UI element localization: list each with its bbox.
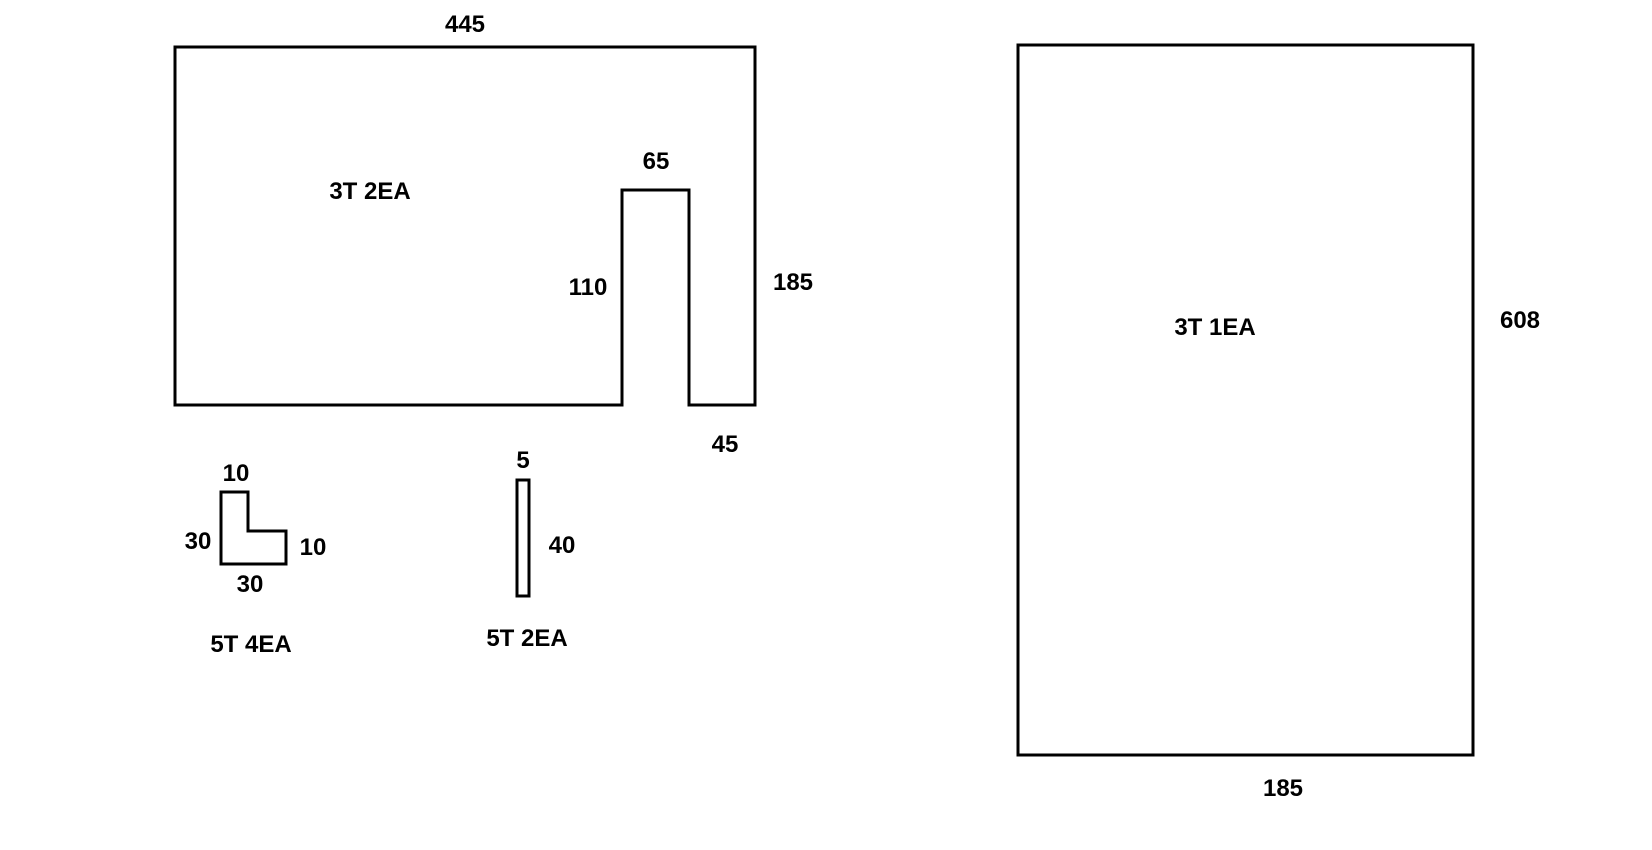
part-c-left-height-label: 30 bbox=[185, 528, 212, 555]
part-d-height-label: 40 bbox=[549, 532, 576, 559]
part-d-outline bbox=[515, 478, 531, 598]
part-d-width-label: 5 bbox=[516, 447, 529, 474]
part-a-offset-label: 45 bbox=[712, 431, 739, 458]
part-a-width-label: 445 bbox=[445, 11, 485, 38]
part-a-height-label: 185 bbox=[773, 269, 813, 296]
part-b-spec-label: 3T 1EA bbox=[1174, 314, 1255, 341]
part-b-outline bbox=[1016, 43, 1475, 757]
part-c-spec-label: 5T 4EA bbox=[210, 631, 291, 658]
part-a-notch-width-label: 65 bbox=[643, 148, 670, 175]
part-b: 3T 1EA 608 185 bbox=[1016, 43, 1540, 802]
part-a-notch-depth-label: 110 bbox=[569, 274, 608, 301]
part-c: 10 30 10 30 5T 4EA bbox=[185, 460, 327, 658]
part-a: 445 65 110 185 45 3T 2EA bbox=[173, 11, 813, 458]
part-b-height-label: 608 bbox=[1500, 307, 1540, 334]
part-a-outline bbox=[173, 45, 757, 407]
part-c-right-height-label: 10 bbox=[300, 534, 327, 561]
part-c-outline bbox=[219, 490, 288, 566]
part-b-width-label: 185 bbox=[1263, 775, 1303, 802]
part-d-spec-label: 5T 2EA bbox=[486, 625, 567, 652]
part-a-spec-label: 3T 2EA bbox=[329, 178, 410, 205]
part-c-bottom-width-label: 30 bbox=[237, 571, 264, 598]
part-c-top-width-label: 10 bbox=[223, 460, 250, 487]
part-d: 5 40 5T 2EA bbox=[486, 447, 575, 652]
